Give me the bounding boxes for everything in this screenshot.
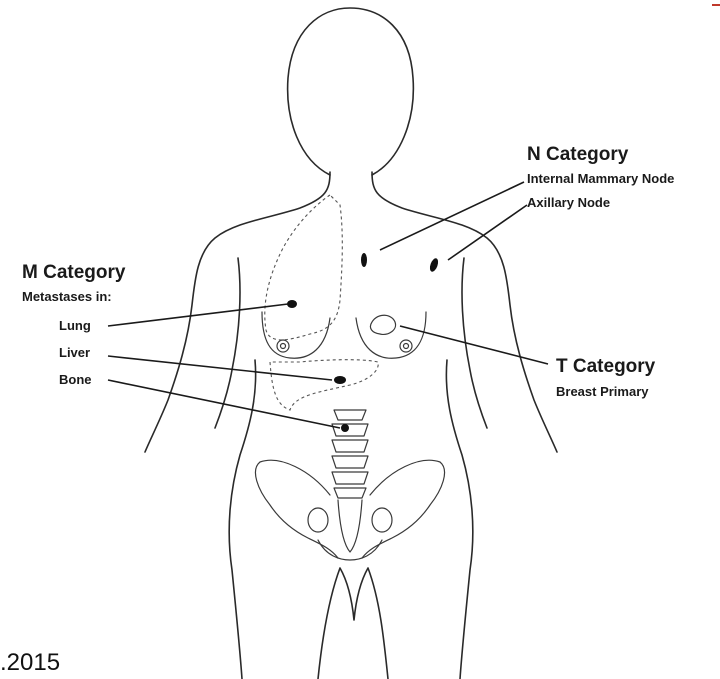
head-outline — [288, 8, 414, 175]
right-torso-outline — [372, 172, 557, 452]
t-category-heading: T Category — [556, 356, 656, 377]
left-nipple-center — [281, 344, 286, 349]
leader-lines — [108, 182, 548, 428]
t-category-item-breast-primary: Breast Primary — [556, 384, 649, 399]
lung-leader — [108, 304, 288, 326]
internal-mammary-leader — [380, 182, 524, 250]
year-caption: .2015 — [0, 649, 60, 676]
m-category-item-lung: Lung — [59, 318, 91, 333]
inner-legs — [318, 568, 388, 679]
bone-leader — [108, 380, 340, 428]
n-category-item-internal-mammary: Internal Mammary Node — [527, 171, 674, 186]
m-category-heading: M Category — [22, 262, 126, 283]
left-pelvis — [255, 460, 338, 558]
right-hip-outline — [446, 360, 472, 679]
body-outline — [145, 8, 557, 679]
internal-mammary-node-marker — [361, 253, 367, 267]
lung-outline — [265, 195, 343, 340]
axillary-leader — [448, 205, 527, 260]
m-category-subheading: Metastases in: — [22, 289, 112, 304]
axillary-node-marker — [428, 257, 439, 273]
pubic-arch — [318, 540, 382, 560]
breasts — [262, 312, 426, 358]
n-category-heading: N Category — [527, 144, 629, 165]
t-category-labels: T Category Breast Primary — [556, 356, 656, 399]
left-torso-outline — [145, 172, 330, 452]
right-pelvis — [362, 460, 445, 558]
liver-metastasis-marker — [334, 376, 346, 384]
n-category-labels: N Category Internal Mammary Node Axillar… — [527, 144, 674, 210]
m-category-item-liver: Liver — [59, 345, 90, 360]
sacrum — [338, 500, 362, 552]
liver-outline — [270, 360, 378, 410]
right-breast — [356, 312, 426, 358]
right-nipple-center — [404, 344, 409, 349]
m-category-labels: M Category Metastases in: Lung Liver Bon… — [22, 262, 126, 387]
pelvis — [255, 460, 444, 560]
left-nipple — [277, 340, 289, 352]
m-category-item-bone: Bone — [59, 372, 92, 387]
right-nipple — [400, 340, 412, 352]
breast-primary-tumor — [370, 315, 395, 334]
n-category-item-axillary: Axillary Node — [527, 195, 610, 210]
liver-leader — [108, 356, 332, 380]
left-obturator — [308, 508, 328, 532]
breast-primary-leader — [400, 326, 548, 364]
spine — [332, 410, 368, 498]
right-obturator — [372, 508, 392, 532]
lung-metastasis-marker — [287, 300, 297, 308]
left-breast — [262, 312, 330, 358]
bone-metastasis-marker — [341, 424, 349, 432]
